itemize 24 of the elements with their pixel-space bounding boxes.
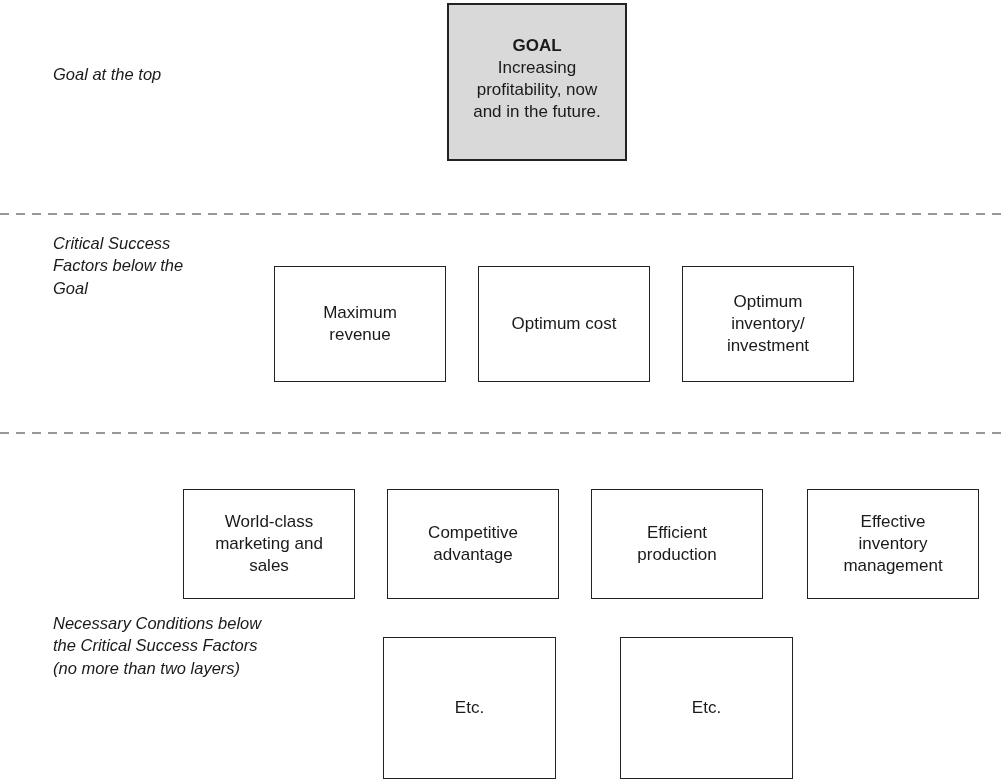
- factor-box: [387, 489, 559, 599]
- level-note: Necessary Conditions below the Critical Success Factors (no more than two layers): [53, 613, 263, 679]
- level-note: Goal at the top: [53, 64, 163, 85]
- box-text: Competitive advantage: [427, 521, 519, 566]
- box-text: Etc.: [691, 696, 722, 719]
- box-text: Effective inventory management: [842, 510, 944, 578]
- factor-box: [478, 266, 650, 382]
- factor-box: [807, 489, 979, 599]
- box-heading: GOAL: [512, 35, 562, 57]
- factor-box: [620, 637, 793, 779]
- goal-box: [447, 3, 627, 161]
- box-text: Optimum cost: [511, 312, 617, 335]
- box-text: Optimum inventory/ investment: [725, 290, 811, 358]
- box-text: Efficient production: [636, 521, 718, 566]
- box-text: Etc.: [454, 696, 485, 719]
- level-note: Critical Success Factors below the Goal: [53, 233, 185, 299]
- factor-box: [183, 489, 355, 599]
- box-text: Increasing profitability, now and in the future.: [472, 57, 602, 124]
- factor-box: [591, 489, 763, 599]
- box-text: Maximum revenue: [322, 301, 398, 346]
- factor-box: [682, 266, 854, 382]
- factor-box: [383, 637, 556, 779]
- box-text: World-class marketing and sales: [214, 510, 324, 578]
- factor-box: [274, 266, 446, 382]
